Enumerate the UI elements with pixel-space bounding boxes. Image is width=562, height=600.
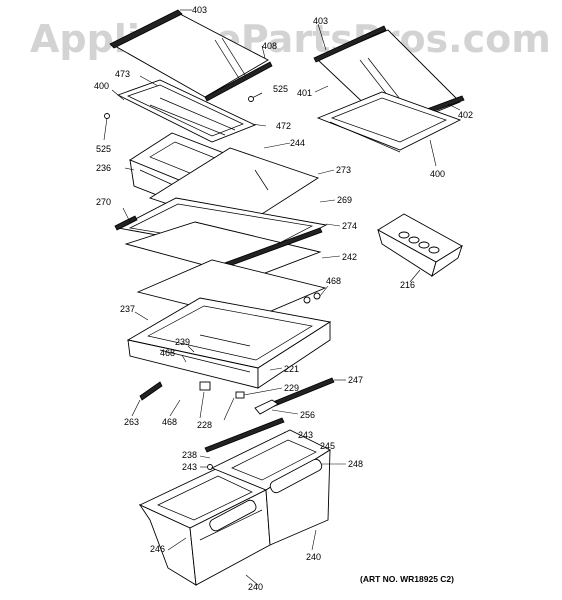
callout-labels: 403 408 525 473 400 472 525 244 236 273 … xyxy=(94,5,473,592)
art-number: (ART NO. WR18925 C2) xyxy=(360,574,454,584)
callout-256: 256 xyxy=(300,410,315,420)
callout-273: 273 xyxy=(336,165,351,175)
callout-403: 403 xyxy=(192,5,207,15)
callout-246: 246 xyxy=(150,544,165,554)
callout-402: 402 xyxy=(458,110,473,120)
callout-248: 248 xyxy=(348,459,363,469)
crisper-drawer-240b xyxy=(210,429,346,551)
callout-242: 242 xyxy=(342,252,357,262)
top-glass-shelf xyxy=(109,9,273,102)
callout-468: 468 xyxy=(326,276,341,286)
callout-468b: 468 xyxy=(160,348,175,358)
callout-247: 247 xyxy=(348,375,363,385)
callout-237: 237 xyxy=(120,304,135,314)
callout-216: 216 xyxy=(400,280,415,290)
rail-263 xyxy=(131,381,211,419)
control-bar-247 xyxy=(223,377,346,421)
callout-243: 243 xyxy=(298,430,313,440)
callout-468c: 468 xyxy=(162,417,177,427)
callout-525b: 525 xyxy=(96,144,111,154)
crisper-cover-237 xyxy=(126,285,332,389)
callout-400: 400 xyxy=(94,81,109,91)
callout-270: 270 xyxy=(96,197,111,207)
callout-221: 221 xyxy=(284,364,299,374)
callout-403-right: 403 xyxy=(313,16,328,26)
callout-238: 238 xyxy=(182,450,197,460)
callout-401: 401 xyxy=(297,88,312,98)
callout-263: 263 xyxy=(124,417,139,427)
callout-243b: 243 xyxy=(182,462,197,472)
callout-229: 229 xyxy=(284,383,299,393)
crisper-drawer-240 xyxy=(138,467,271,586)
watermark: AppliancePartsPros.com xyxy=(30,17,551,61)
callout-274: 274 xyxy=(342,221,357,231)
callout-472: 472 xyxy=(276,121,291,131)
callout-240b: 240 xyxy=(306,552,321,562)
right-shelf-frame-400 xyxy=(316,91,462,167)
callout-228: 228 xyxy=(197,420,212,430)
callout-400-right: 400 xyxy=(430,169,445,179)
callout-473: 473 xyxy=(115,69,130,79)
callout-240: 240 xyxy=(248,582,263,592)
callout-408: 408 xyxy=(262,41,277,51)
callout-236: 236 xyxy=(96,163,111,173)
callout-239: 239 xyxy=(175,337,190,347)
screw-525 xyxy=(103,92,263,141)
callout-269: 269 xyxy=(337,195,352,205)
callout-244: 244 xyxy=(290,138,305,148)
dairy-bin-216 xyxy=(377,213,463,283)
callout-245: 245 xyxy=(320,441,335,451)
right-glass-shelf xyxy=(313,23,465,131)
callout-525: 525 xyxy=(273,84,288,94)
shelf-frame-473 xyxy=(111,75,267,143)
